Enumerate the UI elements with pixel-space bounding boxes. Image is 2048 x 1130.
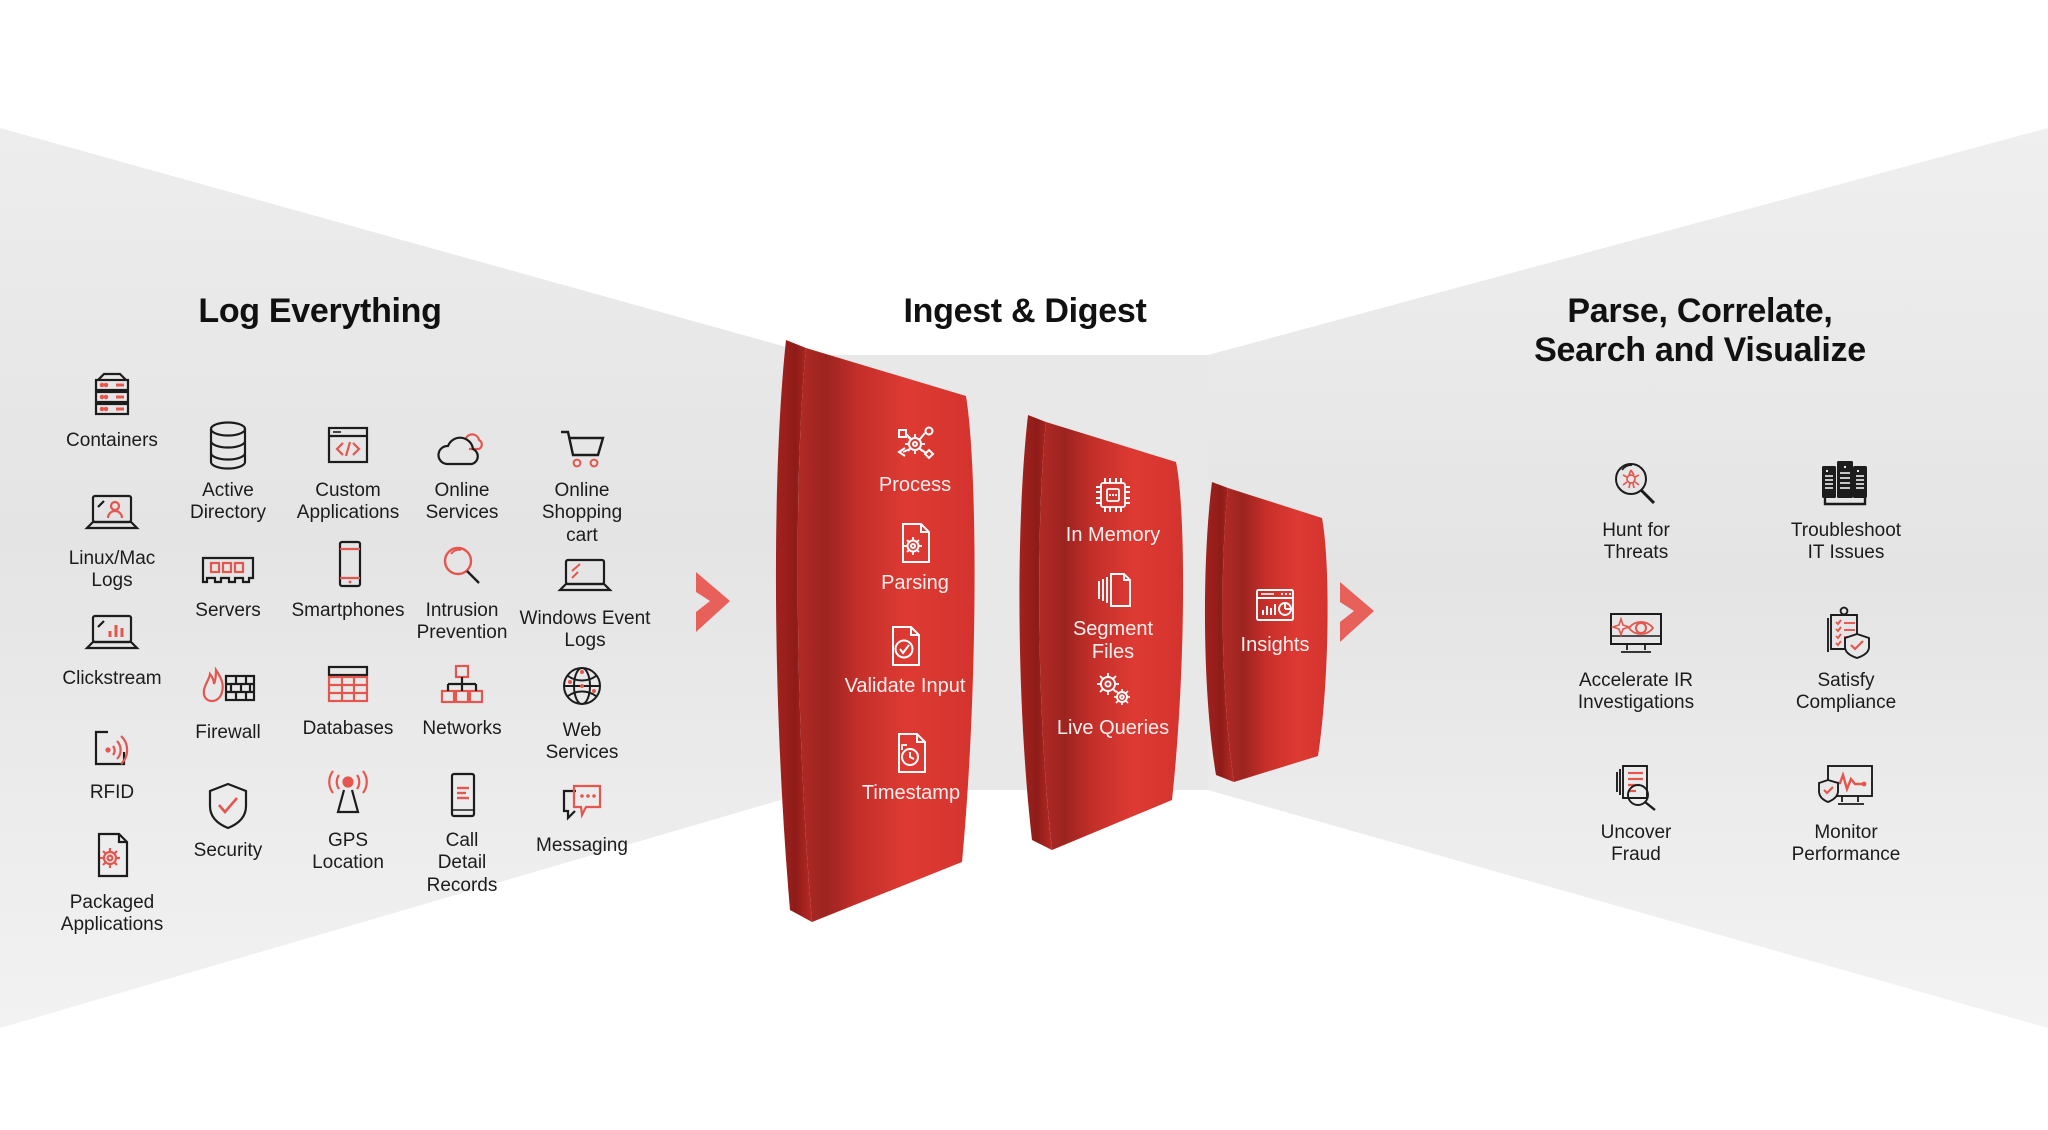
outcome-satisfy-compliance[interactable]: Satisfy Compliance <box>1746 590 1946 715</box>
log-source-label: Smartphones <box>291 600 405 621</box>
outcome-uncover-fraud[interactable]: Uncover Fraud <box>1536 742 1736 867</box>
shield-check-icon <box>158 760 298 832</box>
arrow-out-of-funnel-icon <box>1340 582 1374 642</box>
log-source-packaged-applications[interactable]: Packaged Applications <box>42 812 182 937</box>
log-source-clickstream[interactable]: Clickstream <box>42 588 182 690</box>
broadcast-tower-icon <box>278 750 418 822</box>
log-source-label: Custom Applications <box>296 480 400 524</box>
log-source-label: Messaging <box>536 835 628 856</box>
log-source-servers[interactable]: Servers <box>158 520 298 622</box>
log-source-label: Intrusion Prevention <box>416 600 508 644</box>
document-magnifier-icon <box>1536 742 1736 814</box>
containers-icon <box>42 350 182 422</box>
rfid-icon <box>42 702 182 774</box>
firewall-flame-icon <box>158 642 298 714</box>
log-source-security[interactable]: Security <box>158 760 298 862</box>
log-source-label: Firewall <box>195 722 261 743</box>
arrow-into-funnel-icon <box>696 572 730 632</box>
log-source-label: Containers <box>66 430 158 451</box>
section-title-ingest-digest: Ingest & Digest <box>903 292 1147 330</box>
phone-records-icon <box>392 750 532 822</box>
log-source-intrusion-prevention[interactable]: Intrusion Prevention <box>392 520 532 645</box>
network-nodes-icon <box>392 638 532 710</box>
log-source-databases[interactable]: Databases <box>278 638 418 740</box>
code-window-icon <box>278 400 418 472</box>
threat-magnifier-icon <box>1536 440 1736 512</box>
section-title-log-everything: Log Everything <box>198 292 442 330</box>
log-source-label: Databases <box>302 718 394 739</box>
outcome-label: Uncover Fraud <box>1600 822 1672 866</box>
log-source-label: GPS Location <box>312 830 384 874</box>
log-source-label: Online Shopping cart <box>541 480 623 546</box>
funnel-stage-1-shape <box>775 340 975 922</box>
outcome-label: Hunt for Threats <box>1602 520 1670 564</box>
document-gear-icon <box>42 812 182 884</box>
log-source-label: Active Directory <box>189 480 266 524</box>
log-source-call-detail-records[interactable]: Call Detail Records <box>392 750 532 897</box>
log-source-smartphones[interactable]: Smartphones <box>278 520 418 622</box>
log-source-rfid[interactable]: RFID <box>42 702 182 804</box>
smartphone-icon <box>278 520 418 592</box>
database-icon <box>158 400 298 472</box>
laptop-windows-icon <box>490 528 680 600</box>
log-source-web-services[interactable]: Web Services <box>512 640 652 765</box>
log-source-active-directory[interactable]: Active Directory <box>158 400 298 525</box>
log-source-label: Servers <box>195 600 261 621</box>
log-source-gps-location[interactable]: GPS Location <box>278 750 418 875</box>
chat-bubbles-icon <box>512 755 652 827</box>
outcome-hunt-for-threats[interactable]: Hunt for Threats <box>1536 440 1736 565</box>
log-source-linux-mac-logs[interactable]: Linux/Mac Logs <box>42 468 182 593</box>
log-source-messaging[interactable]: Messaging <box>512 755 652 857</box>
log-source-custom-applications[interactable]: Custom Applications <box>278 400 418 525</box>
outcome-label: Accelerate IR Investigations <box>1577 670 1695 714</box>
log-source-online-services[interactable]: Online Services <box>392 400 532 525</box>
log-source-online-shopping-cart[interactable]: Online Shopping cart <box>512 400 652 547</box>
log-source-label: Windows Event Logs <box>519 608 651 652</box>
outcome-troubleshoot-it-issues[interactable]: Troubleshoot IT Issues <box>1736 440 1956 565</box>
log-source-label: Security <box>193 840 263 861</box>
outcome-accelerate-ir-investigations[interactable]: Accelerate IR Investigations <box>1526 590 1746 715</box>
outcome-label: Satisfy Compliance <box>1795 670 1897 714</box>
funnel-stage-3-shape <box>1204 482 1328 782</box>
database-table-icon <box>278 638 418 710</box>
globe-icon <box>512 640 652 712</box>
log-source-windows-event-logs[interactable]: Windows Event Logs <box>490 528 680 653</box>
monitor-pulse-icon <box>1746 742 1946 814</box>
outcome-label: Monitor Performance <box>1791 822 1901 866</box>
monitor-eye-icon <box>1526 590 1746 662</box>
log-source-networks[interactable]: Networks <box>392 638 532 740</box>
shopping-cart-icon <box>512 400 652 472</box>
funnel-stage-2-shape <box>1019 415 1184 850</box>
clipboard-shield-icon <box>1746 590 1946 662</box>
magnifier-icon <box>392 520 532 592</box>
log-source-label: Packaged Applications <box>60 892 164 936</box>
memory-module-icon <box>158 520 298 592</box>
section-title-parse-correlate: Parse, Correlate, Search and Visualize <box>1534 292 1866 370</box>
laptop-chart-icon <box>42 588 182 660</box>
cloud-icon <box>392 400 532 472</box>
log-source-firewall[interactable]: Firewall <box>158 642 298 744</box>
log-source-label: Networks <box>422 718 502 739</box>
log-source-label: RFID <box>89 782 135 803</box>
log-source-label: Web Services <box>545 720 619 764</box>
laptop-user-icon <box>42 468 182 540</box>
log-source-label: Linux/Mac Logs <box>68 548 156 592</box>
outcome-label: Troubleshoot IT Issues <box>1790 520 1902 564</box>
log-source-containers[interactable]: Containers <box>42 350 182 452</box>
log-source-label: Online Services <box>425 480 499 524</box>
log-source-label: Call Detail Records <box>426 830 498 896</box>
log-source-label: Clickstream <box>62 668 162 689</box>
outcome-monitor-performance[interactable]: Monitor Performance <box>1746 742 1946 867</box>
server-racks-icon <box>1736 440 1956 512</box>
